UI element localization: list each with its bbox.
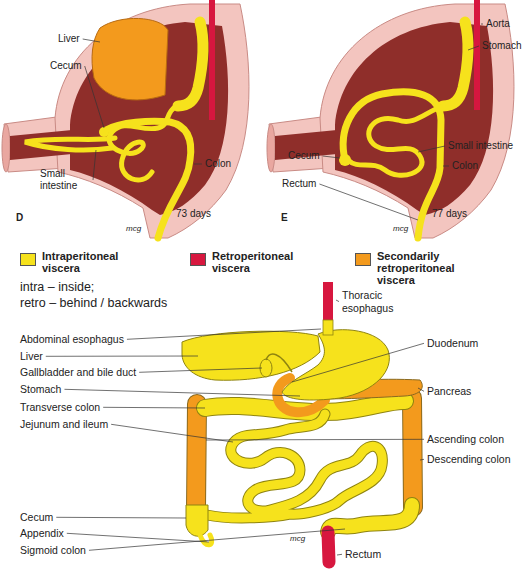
part-label: Jejunum and ileum [20,418,108,431]
part-label: Rectum [282,178,316,190]
art-shape [443,22,468,106]
part-label: Cecum [288,150,320,162]
leader-line [89,529,345,550]
part-label: Rectum [345,548,381,561]
legend-swatch [20,253,36,266]
part-label: Colon [452,160,478,172]
leader-line [420,459,424,461]
art-shape [209,0,215,120]
part-label: Appendix [20,527,64,540]
art-shape [339,154,351,166]
art-shape [266,354,292,372]
art-shape [412,398,413,507]
legend-swatch [355,253,371,266]
art-shape [186,505,208,536]
leader-line [418,388,424,391]
art-shape [474,0,480,110]
part-label: Sigmoid colon [20,544,86,557]
art-shape [412,398,413,507]
leader-line [127,329,321,339]
leader-line [443,166,449,167]
part-label: Transverse colon [20,401,100,414]
art-shape [323,320,333,335]
art-shape [196,404,197,508]
art-shape [182,331,320,380]
legend-text: Intraperitoneal viscera [42,250,137,274]
leader-line [319,184,418,220]
legend-text: Secondarily retroperitoneal viscera [377,250,477,286]
art-shape [282,330,389,400]
leader-line [139,368,262,372]
signature: mcg [393,224,408,234]
art-shape [207,414,382,518]
part-label: Cecum [20,511,53,524]
leader-line [56,517,186,519]
legend-text: Retroperitoneal viscera [212,250,307,274]
art-shape [323,282,333,322]
art-shape [328,532,329,562]
panel-d-organs [25,0,215,238]
part-label: Liver [58,33,80,45]
part-label: Small intestine [40,168,90,192]
note: intra – inside; [20,280,94,295]
panel-e-organs [339,0,480,238]
art-shape [348,106,443,175]
art-shape [2,124,10,172]
age-label: 77 days [432,208,467,220]
panel-letter: D [16,212,23,224]
age-label: 73 days [176,208,211,220]
leader-line [337,554,342,556]
leader-line [103,407,205,409]
art-shape [207,414,382,518]
leader-line [418,146,445,152]
signature: mcg [126,224,141,234]
leader-line [85,66,104,128]
part-label: Liver [20,350,43,363]
part-label: Descending colon [427,453,510,466]
leader-line [64,389,300,396]
part-label: Small intestine [448,140,513,152]
part-label: Pancreas [427,385,471,398]
art-shape [178,22,203,106]
art-shape [343,92,441,238]
leader-line [83,39,100,42]
art-shape [25,138,115,150]
art-shape [328,505,412,532]
leader-line [93,150,96,180]
note: retro – behind / backwards [20,296,167,311]
signature: mcg [290,534,305,544]
leader-line [481,24,483,25]
art-shape [106,121,191,238]
part-label: Ascending colon [427,433,504,446]
part-label: Cecum [50,60,82,72]
part-label: Gallbladder and bile duct [20,366,136,379]
art-shape [99,127,109,137]
panel-letter: E [281,212,288,224]
part-label: Stomach [20,383,61,396]
leader-line [194,164,202,165]
part-label: Abdominal esophagus [20,333,124,346]
part-label: Aorta [486,18,510,30]
leader-line [67,533,209,542]
part-label: Colon [205,158,231,170]
leader-line [46,356,198,357]
leader-line [336,300,339,302]
adult-gut [182,282,422,562]
part-label: Duodenum [427,337,478,350]
leader-line [206,439,424,441]
leader-line [323,156,340,158]
art-shape [328,505,412,532]
art-shape [196,404,197,508]
leader-line [111,424,233,442]
art-shape [109,106,178,180]
art-shape [92,18,168,99]
part-label: Thoracic esophagus [342,289,414,314]
art-shape [55,4,249,238]
legend-swatch [190,253,206,266]
leader-line [468,46,479,50]
leader-line [292,343,424,382]
part-label: Stomach [482,40,521,52]
